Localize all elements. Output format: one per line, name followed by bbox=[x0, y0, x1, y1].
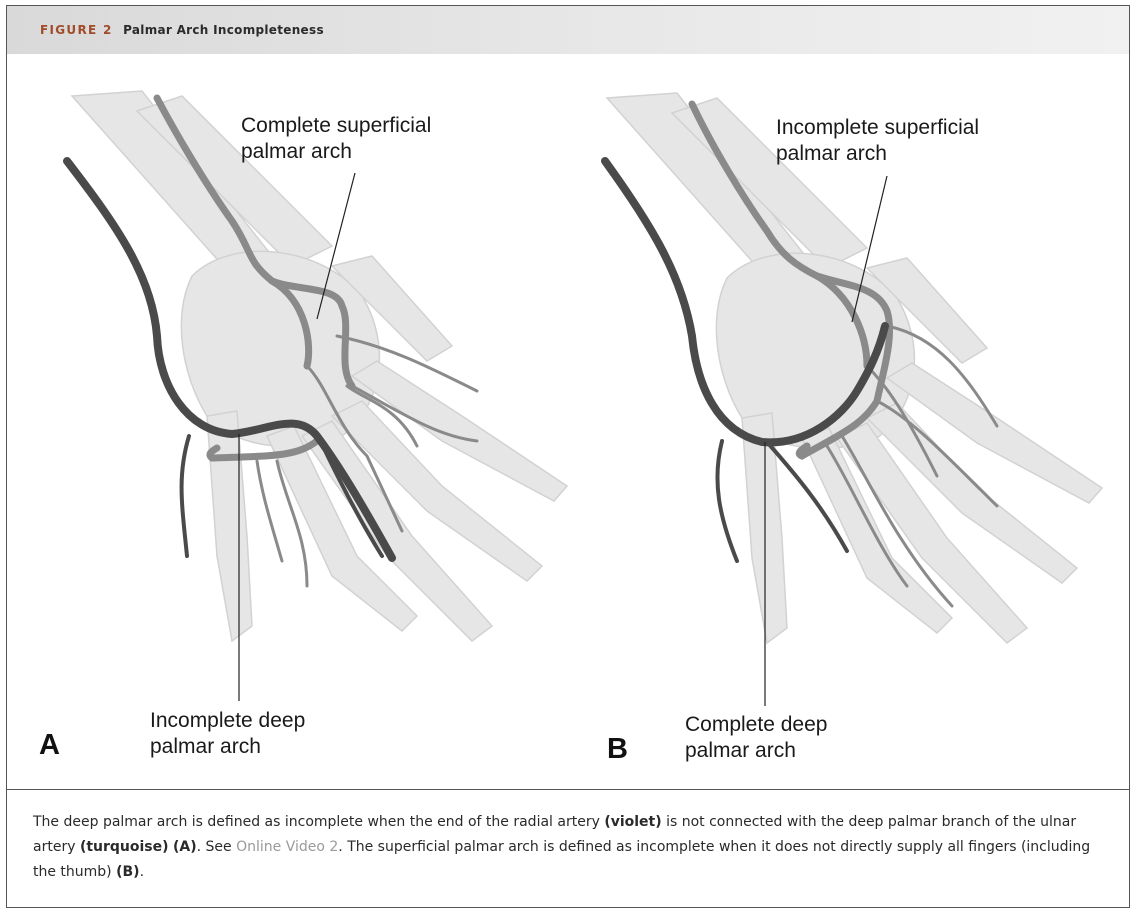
panel-a-hand-bones bbox=[72, 91, 567, 641]
caption-text-1: The deep palmar arch is defined as incom… bbox=[33, 814, 604, 830]
caption-ref-b: (B) bbox=[116, 864, 139, 880]
caption-text-5: . bbox=[140, 864, 144, 880]
panel-b-letter: B bbox=[607, 733, 628, 765]
figure-number: FIGURE 2 bbox=[40, 23, 113, 37]
figure-heading: FIGURE 2 Palmar Arch Incompleteness bbox=[40, 23, 324, 37]
panel-a-label-bottom-line1: Incomplete deep bbox=[150, 709, 305, 732]
panel-b-hand-bones bbox=[607, 93, 1102, 643]
caption-turquoise: (turquoise) bbox=[80, 839, 169, 855]
panel-a-label-top-line2: palmar arch bbox=[241, 140, 352, 163]
panel-b-label-top-line1: Incomplete superficial bbox=[776, 116, 979, 139]
panel-a-letter: A bbox=[39, 729, 60, 761]
panel-a: Complete superficial palmar arch Incompl… bbox=[39, 91, 567, 761]
figure-illustration: Complete superficial palmar arch Incompl… bbox=[7, 54, 1128, 788]
figure-frame: FIGURE 2 Palmar Arch Incompleteness bbox=[6, 5, 1130, 908]
panel-a-label-top-line1: Complete superficial bbox=[241, 114, 431, 137]
panel-b: Incomplete superficial palmar arch Compl… bbox=[605, 93, 1102, 765]
figure-caption: The deep palmar arch is defined as incom… bbox=[33, 810, 1113, 885]
panel-b-label-bottom-line1: Complete deep bbox=[685, 713, 827, 736]
figure-header: FIGURE 2 Palmar Arch Incompleteness bbox=[7, 6, 1129, 54]
caption-text-3: . See bbox=[197, 839, 236, 855]
online-video-link[interactable]: Online Video 2 bbox=[236, 839, 338, 855]
caption-ref-a: (A) bbox=[173, 839, 197, 855]
figure-title: Palmar Arch Incompleteness bbox=[123, 23, 324, 37]
panel-a-label-bottom-line2: palmar arch bbox=[150, 735, 261, 758]
caption-divider bbox=[7, 789, 1129, 790]
panel-b-label-top-line2: palmar arch bbox=[776, 142, 887, 165]
caption-violet: (violet) bbox=[604, 814, 661, 830]
panel-b-label-bottom-line2: palmar arch bbox=[685, 739, 796, 762]
hand-diagram: Complete superficial palmar arch Incompl… bbox=[7, 54, 1128, 788]
